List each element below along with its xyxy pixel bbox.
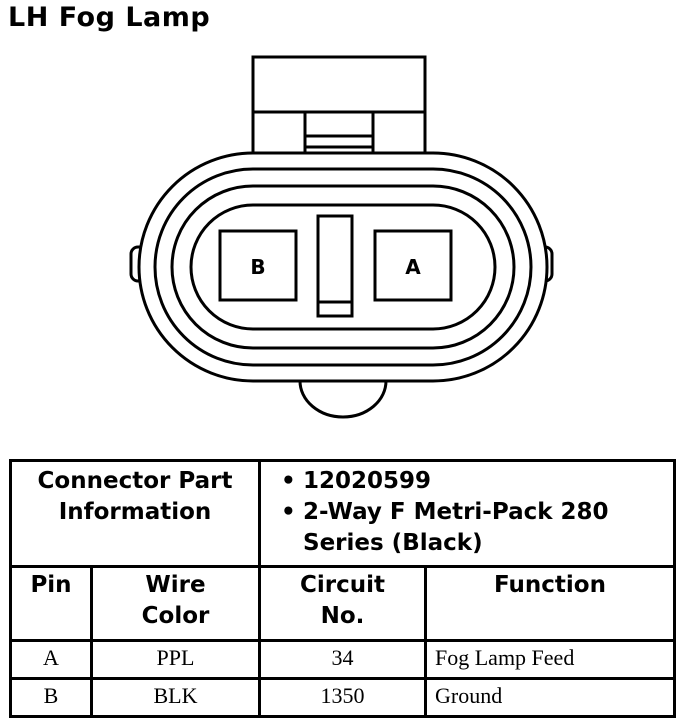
part-number: 12020599 — [303, 468, 432, 494]
cavity-b — [218, 229, 298, 302]
connector-diagram: B A — [129, 55, 554, 419]
header-wire-color-line2: Color — [141, 603, 210, 629]
header-circuit: Circuit No. — [258, 565, 427, 642]
connector-shell-ring-1 — [153, 167, 533, 367]
part-info-details: • 12020599 • 2-Way F Metri-Pack 280 Seri… — [258, 459, 676, 568]
table-row: A PPL 34 Fog Lamp Feed — [9, 639, 676, 680]
row-b-function: Ground — [424, 677, 676, 718]
row-a-pin: A — [9, 639, 93, 680]
part-description-line1: 2-Way F Metri-Pack 280 — [303, 499, 609, 525]
row-a-function: Fog Lamp Feed — [424, 639, 676, 680]
bullet: • — [281, 499, 296, 525]
row-a-wire-color: PPL — [90, 639, 261, 680]
connector-info-table: Connector Part Information • 12020599 • … — [9, 459, 676, 718]
connector-face — [189, 203, 497, 331]
part-info-label: Connector Part Information — [9, 459, 261, 568]
part-info-label-line1: Connector Part — [37, 468, 233, 494]
row-b-circuit: 1350 — [258, 677, 427, 718]
header-circuit-line2: No. — [320, 603, 365, 629]
part-info-label-line2: Information — [58, 499, 212, 525]
header-wire-color-line1: Wire — [145, 572, 206, 598]
center-key — [316, 214, 354, 318]
table-row: B BLK 1350 Ground — [9, 677, 676, 718]
row-b-wire-color: BLK — [90, 677, 261, 718]
cavity-a-label: A — [405, 255, 421, 279]
header-wire-color: Wire Color — [90, 565, 261, 642]
header-circuit-line1: Circuit — [300, 572, 385, 598]
page-title: LH Fog Lamp — [8, 2, 211, 33]
row-b-pin: B — [9, 677, 93, 718]
column-header-row: Pin Wire Color Circuit No. Function — [9, 565, 676, 642]
row-a-circuit: 34 — [258, 639, 427, 680]
cavity-a — [373, 229, 453, 302]
connector-shell-ring-2 — [170, 184, 516, 350]
part-description-line2: Series (Black) — [303, 530, 483, 556]
part-info-row: Connector Part Information • 12020599 • … — [9, 459, 676, 568]
bottom-tab — [298, 380, 388, 419]
bullet: • — [281, 468, 296, 494]
cavity-b-label: B — [250, 255, 265, 279]
header-pin: Pin — [9, 565, 93, 642]
header-function: Function — [424, 565, 676, 642]
